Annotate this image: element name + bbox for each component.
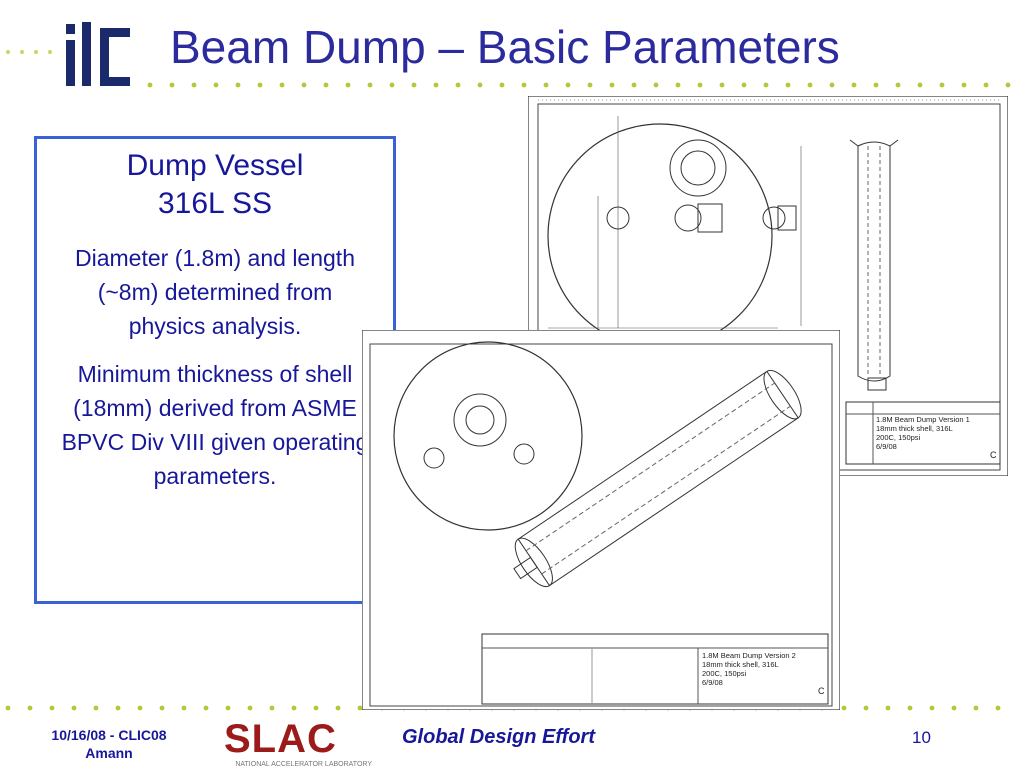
drawing2-title-line4: 6/9/08 xyxy=(702,678,723,687)
dump-vessel-textbox: Dump Vessel 316L SS Diameter (1.8m) and … xyxy=(34,136,396,604)
drawing2-title-line2: 18mm thick shell, 316L xyxy=(702,660,779,669)
box-paragraph-2: Minimum thickness of shell (18mm) derive… xyxy=(61,361,369,489)
drawing2-sheet-letter: C xyxy=(818,686,825,696)
page-number: 10 xyxy=(912,728,931,747)
drawing1-sheet-letter: C xyxy=(990,450,997,460)
drawing2-title-line3: 200C, 150psi xyxy=(702,669,747,678)
slac-logo-subtitle: NATIONAL ACCELERATOR LABORATORY xyxy=(235,761,372,768)
footer-author: Amann xyxy=(85,745,133,761)
footer-center-text: Global Design Effort xyxy=(402,726,595,748)
engineering-drawing-version-2: 1.8M Beam Dump Version 2 18mm thick shel… xyxy=(362,330,840,710)
ilc-logo xyxy=(66,22,130,86)
footer-date: 10/16/08 - CLIC08 xyxy=(51,727,167,743)
footer-date-author: 10/16/08 - CLIC08 Amann xyxy=(34,726,184,762)
top-dotted-line xyxy=(6,50,1011,88)
slac-logo-word: SLAC xyxy=(224,717,337,761)
slide-title: Beam Dump – Basic Parameters xyxy=(170,21,840,73)
box-heading-line1: Dump Vessel xyxy=(126,149,304,182)
box-paragraph-1: Diameter (1.8m) and length (~8m) determi… xyxy=(75,245,355,339)
drawing1-title-line4: 6/9/08 xyxy=(876,442,897,451)
drawing1-title-line1: 1.8M Beam Dump Version 1 xyxy=(876,415,970,424)
box-heading-line2: 316L SS xyxy=(158,187,272,220)
drawing1-title-line3: 200C, 150psi xyxy=(876,433,921,442)
slac-logo: SLAC NATIONAL ACCELERATOR LABORATORY xyxy=(224,717,372,768)
drawing1-title-line2: 18mm thick shell, 316L xyxy=(876,424,953,433)
drawing2-title-line1: 1.8M Beam Dump Version 2 xyxy=(702,651,796,660)
